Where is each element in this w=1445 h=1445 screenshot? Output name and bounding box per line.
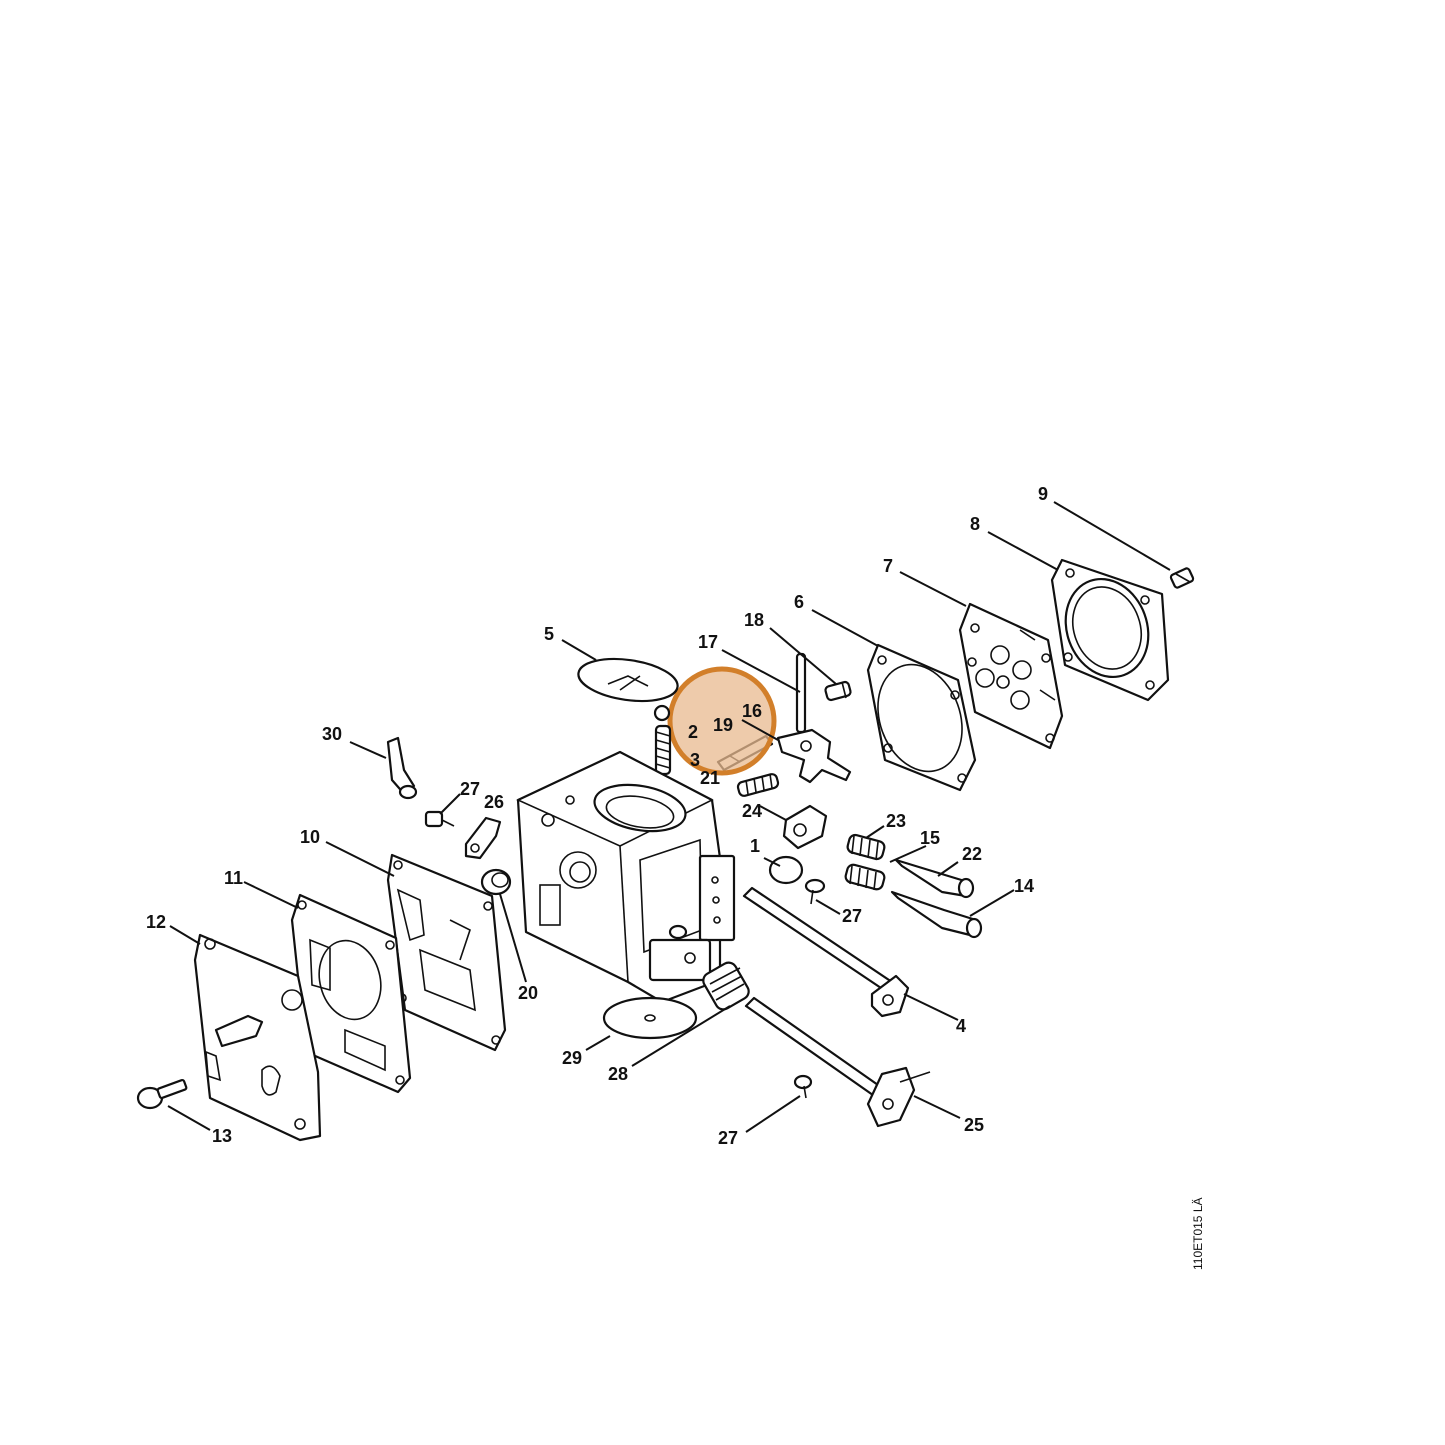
callout-25: 25 (964, 1115, 984, 1135)
callout-16: 16 (742, 701, 762, 721)
callout-21: 21 (700, 768, 720, 788)
part-washer-29 (602, 996, 698, 1040)
part-spring-3 (654, 724, 672, 776)
callout-4: 4 (956, 1016, 966, 1036)
callout-14: 14 (1014, 876, 1034, 896)
part-disc-5 (577, 657, 679, 703)
part-gasket-10 (386, 853, 507, 1052)
callout-3: 3 (690, 750, 700, 770)
part-pin-17 (795, 652, 807, 734)
callout-17: 17 (698, 632, 718, 652)
callout-labels: 1 2 3 4 5 6 7 8 9 10 11 12 13 14 15 16 1… (146, 484, 1048, 1148)
callout-1: 1 (750, 836, 760, 856)
part-cover-12 (193, 933, 322, 1142)
part-spring-28 (702, 961, 750, 1011)
callout-27-c: 27 (718, 1128, 738, 1148)
callout-24: 24 (742, 801, 762, 821)
callout-29: 29 (562, 1048, 582, 1068)
part-carburetor-body (516, 750, 736, 1004)
callout-18: 18 (744, 610, 764, 630)
callout-9: 9 (1038, 484, 1048, 504)
callout-23: 23 (886, 811, 906, 831)
part-nut-24 (782, 804, 828, 850)
part-diaphragm-7 (958, 602, 1064, 750)
reference-code: 110ET015 LÄ (1191, 1198, 1205, 1271)
callout-10: 10 (300, 827, 320, 847)
part-screw-27-c (793, 1074, 813, 1099)
callout-8: 8 (970, 514, 980, 534)
part-screw-13 (136, 1078, 188, 1110)
callout-20: 20 (518, 983, 538, 1003)
part-elbow-30 (386, 736, 418, 800)
callout-2: 2 (688, 722, 698, 742)
part-screw-27-a (424, 810, 455, 828)
callout-15: 15 (920, 828, 940, 848)
callout-7: 7 (883, 556, 893, 576)
part-bracket-26 (464, 816, 502, 860)
part-cover-8 (1050, 558, 1170, 702)
part-screw-14 (890, 890, 983, 939)
callout-6: 6 (794, 592, 804, 612)
part-screw-9 (1169, 567, 1195, 589)
part-spring-23 (844, 833, 886, 891)
part-spring-21 (736, 773, 780, 797)
callout-30: 30 (322, 724, 342, 744)
callout-11: 11 (224, 868, 243, 888)
highlight-marker (667, 666, 777, 776)
callout-27-b: 27 (842, 906, 862, 926)
callout-26: 26 (484, 792, 504, 812)
part-screw-27-b (804, 878, 826, 905)
part-shaft-25 (744, 996, 931, 1128)
part-plug-1 (768, 855, 804, 885)
part-screw-22 (894, 858, 975, 899)
part-shaft-4 (742, 886, 910, 1018)
part-gasket-6 (866, 643, 977, 792)
callout-12: 12 (146, 912, 166, 932)
part-ball-2 (653, 704, 671, 722)
callout-22: 22 (962, 844, 982, 864)
callout-13: 13 (212, 1126, 232, 1146)
callout-5: 5 (544, 624, 554, 644)
callout-27-a: 27 (460, 779, 480, 799)
part-screw-18 (824, 680, 852, 702)
leader-lines (167, 501, 1171, 1133)
part-plug-20 (480, 868, 512, 896)
callout-19: 19 (713, 715, 733, 735)
callout-28: 28 (608, 1064, 628, 1084)
part-gasket-11 (290, 893, 412, 1094)
part-lever-16 (776, 728, 852, 784)
